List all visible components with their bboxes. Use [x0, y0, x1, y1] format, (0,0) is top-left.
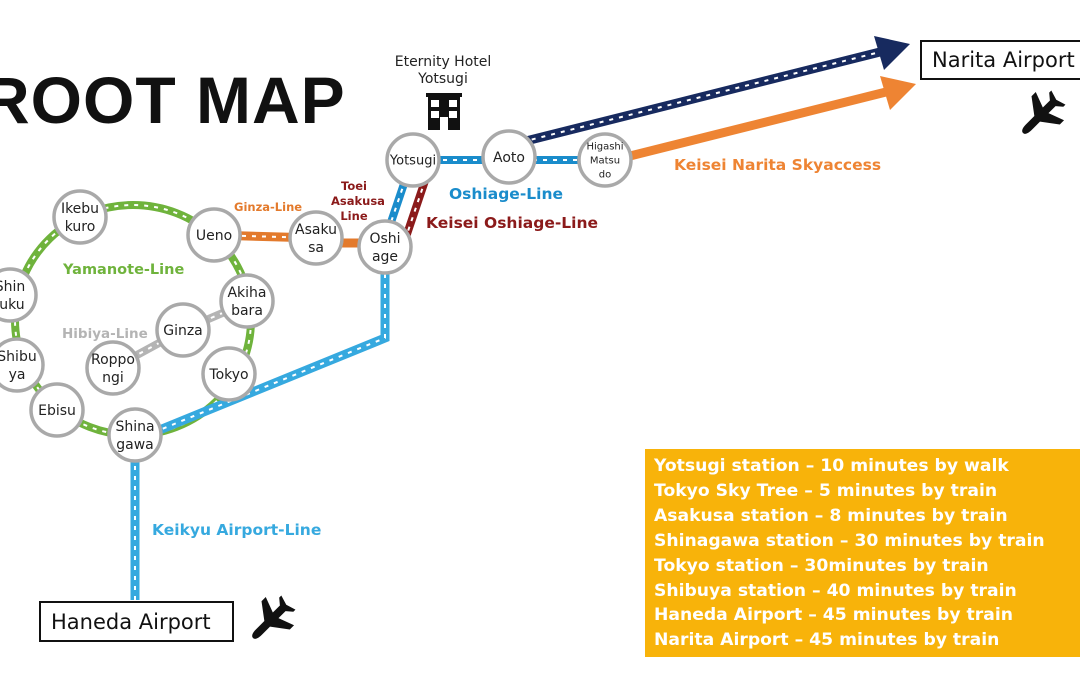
page-title: ROOT MAP	[0, 63, 346, 137]
station-ebisu: Ebisu	[29, 382, 85, 438]
station-label: Ueno	[196, 228, 232, 244]
toei-asakusa-line-label: Toei Asakusa Line	[331, 179, 385, 224]
station-label: ya	[9, 367, 26, 383]
station-aoto: Aoto	[481, 129, 537, 185]
station-label: Ikebu	[61, 201, 99, 217]
toei-asakusa-label-1: Toei	[341, 179, 367, 193]
travel-time-item: Narita Airport – 45 minutes by train	[654, 630, 1000, 651]
station-circle	[107, 407, 163, 463]
station-label: gawa	[116, 437, 154, 453]
station-label: Higashi	[586, 142, 623, 153]
station-circle	[186, 207, 242, 263]
station-label: Shibu	[0, 349, 37, 365]
station-asakusa: Asaku sa	[288, 210, 344, 266]
keikyu-airport-line-label: Keikyu Airport-Line	[152, 521, 322, 539]
station-label: Asaku	[295, 222, 337, 238]
station-ueno: Ueno	[186, 207, 242, 263]
travel-time-item: Asakusa station – 8 minutes by train	[654, 505, 1008, 526]
oshiage-line-label: Oshiage-Line	[449, 185, 563, 203]
keikyu-airport-line-track	[130, 258, 390, 600]
station-circle	[201, 346, 257, 402]
building-icon	[426, 93, 462, 130]
arrow-right-icon	[874, 36, 910, 70]
station-label: Shina	[115, 419, 154, 435]
station-shinjuku: Shin juku	[0, 267, 38, 323]
station-shibuya: Shibu ya	[0, 337, 45, 393]
station-label: sa	[308, 240, 324, 256]
narita-airport-label: Narita Airport	[920, 40, 1080, 80]
yamanote-line-label: Yamanote-Line	[63, 262, 185, 278]
station-label: Matsu	[590, 156, 620, 167]
station-circle	[155, 302, 211, 358]
arrow-right-icon	[880, 76, 916, 110]
station-yotsugi: Yotsugi	[385, 132, 441, 188]
travel-time-item: Tokyo station – 30minutes by train	[654, 555, 989, 576]
station-label: Ginza	[163, 323, 203, 339]
keisei-narita-skyaccess-track	[628, 76, 916, 161]
station-circle	[288, 210, 344, 266]
travel-times-box: Yotsugi station – 10 minutes by walk Tok…	[645, 449, 1080, 657]
station-circle	[577, 132, 633, 188]
hotel-location: Yotsugi	[418, 71, 468, 87]
station-label: Oshi	[369, 231, 400, 247]
station-tokyo: Tokyo	[201, 346, 257, 402]
station-circle	[0, 267, 38, 323]
station-label: Tokyo	[208, 367, 248, 383]
airplane-icon	[1022, 90, 1066, 134]
station-shinagawa: Shina gawa	[107, 407, 163, 463]
toei-asakusa-label-3: Line	[340, 209, 368, 223]
ginza-line-label: Ginza-Line	[234, 200, 303, 214]
haneda-airport-label: Haneda Airport	[39, 601, 234, 642]
station-label: ngi	[102, 370, 124, 386]
station-circle	[385, 132, 441, 188]
keisei-oshiage-line-label: Keisei Oshiage-Line	[426, 214, 598, 232]
station-label: Aoto	[493, 150, 525, 166]
station-circle	[357, 219, 413, 275]
station-label: juku	[0, 297, 25, 313]
station-label: Yotsugi	[389, 154, 436, 169]
airplane-icon	[252, 595, 296, 639]
station-label: Shin	[0, 279, 25, 295]
station-label: age	[372, 249, 398, 265]
station-circle	[52, 189, 108, 245]
keisei-narita-skyaccess-label: Keisei Narita Skyaccess	[674, 156, 882, 174]
hotel-name: Eternity Hotel	[394, 54, 492, 70]
keisei-main-line-track	[520, 36, 910, 147]
station-akihabara: Akiha bara	[219, 273, 275, 329]
station-label: Roppo	[91, 352, 135, 368]
station-ikebukuro: Ikebu kuro	[52, 189, 108, 245]
station-circle	[85, 340, 141, 396]
travel-time-item: Tokyo Sky Tree – 5 minutes by train	[654, 480, 998, 501]
travel-time-item: Shinagawa station – 30 minutes by train	[654, 530, 1045, 551]
hibiya-line-label: Hibiya-Line	[62, 326, 148, 342]
station-label: kuro	[65, 219, 96, 235]
travel-time-item: Shibuya station – 40 minutes by train	[654, 580, 1017, 601]
station-label: bara	[231, 303, 263, 319]
station-circle	[481, 129, 537, 185]
travel-time-item: Haneda Airport – 45 minutes by train	[654, 605, 1013, 626]
station-circle	[219, 273, 275, 329]
station-roppongi: Roppo ngi	[85, 340, 141, 396]
toei-asakusa-label-2: Asakusa	[331, 194, 385, 208]
station-oshiage: Oshi age	[357, 219, 413, 275]
station-label: Akiha	[227, 285, 266, 301]
travel-time-item: Yotsugi station – 10 minutes by walk	[654, 456, 1009, 476]
station-circle	[29, 382, 85, 438]
station-circle	[0, 337, 45, 393]
station-label: do	[599, 170, 611, 181]
hotel-label: Eternity Hotel Yotsugi	[380, 54, 506, 88]
station-ginza: Ginza	[155, 302, 211, 358]
station-label: Ebisu	[38, 403, 76, 419]
